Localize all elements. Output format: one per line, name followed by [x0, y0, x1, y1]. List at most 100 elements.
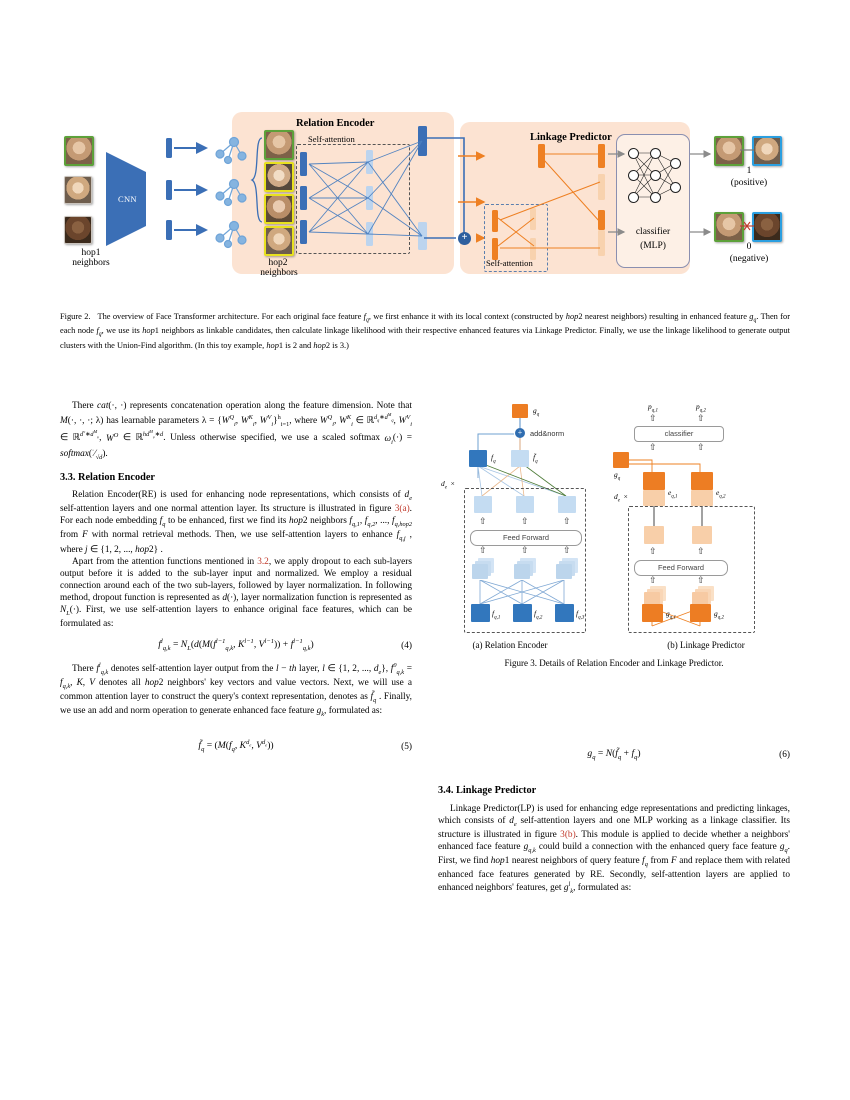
hop2-face-4	[264, 226, 294, 256]
fig3a-connectors	[477, 418, 567, 497]
fig3a-arrow-up-6: ⇧	[563, 545, 571, 555]
mlp-node	[650, 148, 661, 159]
equation-4-body: flq,k = NL(d(M(fl−1q,k, Kl−1, Vl−1)) + f…	[158, 638, 314, 653]
equation-6: gq = N(f̃q + fq) (6)	[438, 748, 790, 762]
lp-mid-bar-2	[530, 238, 536, 260]
equation-6-body: gq = N(f̃q + fq)	[587, 748, 641, 761]
fig3a-gq-label: gq	[533, 406, 540, 418]
feature-bar-3	[166, 220, 172, 240]
add-node: +	[458, 232, 471, 245]
mlp-node	[650, 192, 661, 203]
fig3b-classifier: classifier	[634, 426, 724, 442]
lp-self-attention-box	[484, 204, 548, 272]
figure-ref-3b[interactable]: 3(b)	[560, 829, 576, 840]
figure-3: gq + add&norm fq f̃q de	[438, 400, 790, 690]
section-heading-3-4: 3.4. Linkage Predictor	[438, 785, 537, 797]
lp-out-bar-dark	[598, 210, 605, 230]
fig3a-mid-square-2	[516, 496, 534, 513]
fig3a-stack-1	[472, 564, 488, 579]
cnn-trapezoid	[106, 152, 146, 246]
fig3a-feed-forward: Feed Forward	[470, 530, 582, 546]
classifier-label-line2: (MLP)	[640, 241, 666, 251]
equation-5-number: (5)	[401, 741, 412, 752]
fig3a-arrow-up-4: ⇧	[479, 545, 487, 555]
fig3b-gq-connectors	[629, 459, 701, 474]
paragraph-relation-encoder: Relation Encoder(RE) is used for enhanci…	[60, 490, 412, 555]
paragraph-dropout: Apart from the attention functions menti…	[60, 556, 412, 629]
fig3a-fq-tilde-square	[511, 450, 529, 467]
fig3b-gq-label: gq	[614, 470, 621, 482]
fig3b-gq2-square	[690, 604, 711, 622]
brace-icon	[250, 137, 263, 223]
fig3a-add-norm-node: +	[515, 428, 525, 438]
fig3b-feed-forward: Feed Forward	[634, 560, 728, 576]
fig3a-fq-tilde-label: f̃q	[533, 453, 538, 465]
lp-in-bar-1	[492, 210, 498, 232]
fig3b-eq1-dark	[643, 472, 665, 490]
fig3b-eq2-label: eq,2	[716, 488, 726, 500]
output-neg-face-right	[752, 212, 782, 242]
positive-link-line	[740, 149, 754, 151]
re-input-bar-1	[300, 152, 307, 176]
fig3b-vertical-links	[653, 506, 703, 528]
mlp-node	[628, 170, 639, 181]
lp-out-bar-light	[598, 174, 605, 200]
equation-5-body: f̃q = (M(fq, Kde, Vde))	[198, 739, 274, 754]
equation-5: f̃q = (M(fq, Kde, Vde)) (5)	[60, 739, 412, 755]
fig3a-arrow-up-3: ⇧	[563, 516, 571, 526]
fig3a-fq2-label: fq,2	[534, 609, 543, 621]
fig3b-arrow-up-3: ⇧	[649, 442, 657, 452]
hop2-face-2	[264, 162, 294, 192]
hop1-label-line2: neighbors	[72, 258, 110, 268]
fig3b-arrow-up-6: ⇧	[697, 546, 705, 556]
figure-ref-3a[interactable]: 3(a)	[394, 504, 410, 515]
output-negative-value: 0	[746, 242, 752, 252]
input-face-2	[64, 176, 92, 204]
lp-in-bar-2	[492, 238, 498, 260]
re-out-bar	[418, 222, 427, 250]
mlp-node	[628, 192, 639, 203]
equation-6-number: (6)	[779, 750, 790, 761]
mlp-node	[628, 148, 639, 159]
fig3a-stack-3	[556, 564, 572, 579]
left-column: There cat(·, ·) represents concatenation…	[60, 400, 412, 763]
lp-self-attention-label: Self-attention	[486, 258, 533, 268]
fig3a-stack-2	[514, 564, 530, 579]
right-column: gq = N(f̃q + fq) (6) 3.4. Linkage Predic…	[438, 700, 790, 896]
fig3a-fq1-label: fq,1	[492, 609, 501, 621]
fig3b-gq2-label: gq,2	[714, 609, 724, 621]
fig3b-eq2-dark	[691, 472, 713, 490]
fig3b-mid-square-2	[692, 526, 712, 544]
fig3b-de-times-label: de ×	[614, 492, 628, 504]
hop2-label-line1: hop2	[268, 258, 288, 268]
fig3b-arrow-up-1: ⇧	[649, 413, 657, 423]
fig3a-fq3-square	[555, 604, 574, 622]
fig3b-gq-square	[613, 452, 629, 468]
fig3a-arrow-up-5: ⇧	[521, 545, 529, 555]
input-face-3	[64, 216, 92, 244]
hop2-label-line2: neighbors	[260, 268, 298, 278]
fig3a-fq2-square	[513, 604, 532, 622]
fig3b-eq2-light	[691, 490, 713, 506]
negative-link-cross-icon	[740, 221, 754, 231]
fig3a-fq-square	[469, 450, 487, 467]
re-self-attention-label: Self-attention	[308, 134, 355, 144]
fig3b-pq2-label: pq,2	[696, 402, 706, 414]
fig3a-arrow-up-2: ⇧	[521, 516, 529, 526]
fig3b-pq1-label: pq,1	[648, 402, 658, 414]
fig3a-gq-square	[512, 404, 528, 418]
re-to-lp-arrows	[458, 151, 486, 243]
re-mid-bar-2	[366, 186, 373, 210]
mlp-node	[670, 158, 681, 169]
fig3a-mid-square-1	[474, 496, 492, 513]
lp-to-mlp-arrows	[608, 150, 626, 236]
fig3a-bottom-edges	[479, 580, 565, 605]
linkage-predictor-title: Linkage Predictor	[530, 132, 612, 143]
re-attention-edges	[308, 140, 423, 237]
fig3b-mid-square-1	[644, 526, 664, 544]
section-ref-3-2[interactable]: 3.2	[257, 556, 269, 567]
lp-edges	[497, 153, 601, 249]
fig3b-arrow-up-8: ⇧	[697, 575, 705, 585]
equation-4: flq,k = NL(d(M(fl−1q,k, Kl−1, Vl−1)) + f…	[60, 638, 412, 654]
